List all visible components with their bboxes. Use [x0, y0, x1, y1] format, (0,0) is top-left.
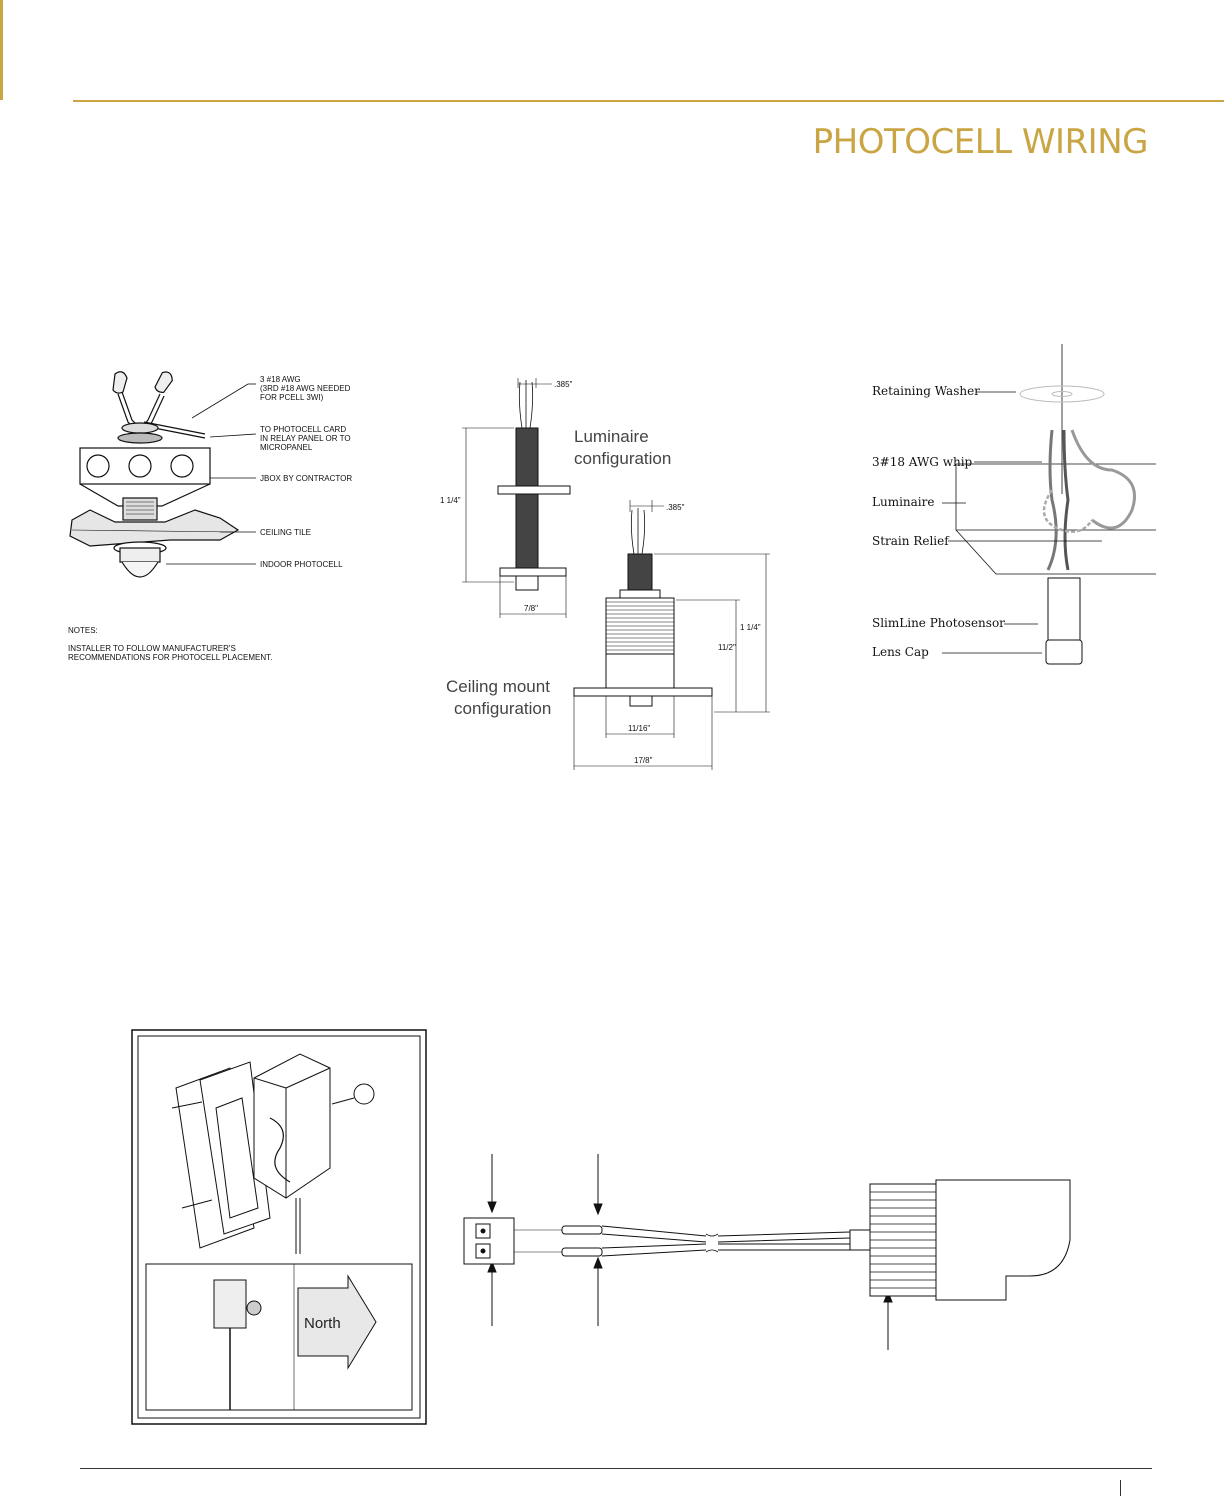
label-lens-cap: Lens Cap: [872, 645, 929, 659]
slimline-figure: Retaining Washer 3#18 AWG whip Luminaire…: [866, 340, 1166, 680]
dim-385-top: .385": [554, 380, 573, 389]
footer-rule: [80, 1468, 1152, 1469]
label-indoor-photocell: INDOOR PHOTOCELL: [260, 560, 343, 569]
dimension-figure: .385" 1 1/4" 7/8" Luminaire configuratio…: [440, 370, 790, 780]
label-ceiling-config-1: Ceiling mount: [446, 677, 550, 696]
page-title: PHOTOCELL WIRING: [812, 122, 1149, 162]
notes-heading: NOTES:: [68, 626, 98, 635]
label-luminaire: Luminaire: [872, 495, 934, 509]
footer-divider: [1120, 1480, 1121, 1496]
header-rule: [73, 100, 1224, 102]
notes-line-1: INSTALLER TO FOLLOW MANUFACTURER'S: [68, 644, 236, 653]
outdoor-photocell-figure: North: [130, 1028, 430, 1428]
label-card-3: MICROPANEL: [260, 443, 313, 452]
label-slimline-photosensor: SlimLine Photosensor: [872, 616, 1005, 630]
label-ceiling-tile: CEILING TILE: [260, 528, 311, 537]
label-luminaire-config-1: Luminaire: [574, 427, 649, 446]
dim-11-16: 11/16": [628, 724, 650, 733]
label-luminaire-config-2: configuration: [574, 449, 671, 468]
dim-385-mid: .385": [666, 503, 685, 512]
dim-11-2: 11/2": [718, 643, 736, 652]
label-card-2: IN RELAY PANEL OR TO: [260, 434, 351, 443]
label-retaining-washer: Retaining Washer: [872, 384, 980, 398]
label-ceiling-config-2: configuration: [454, 699, 551, 718]
dim-17-8: 17/8": [634, 756, 653, 765]
label-awg-whip: 3#18 AWG whip: [872, 455, 973, 469]
label-card-1: TO PHOTOCELL CARD: [260, 425, 346, 434]
label-awg-1: 3 #18 AWG: [260, 375, 301, 384]
label-awg-3: FOR PCELL 3WI): [260, 393, 324, 402]
label-awg-2: (3RD #18 AWG NEEDED: [260, 384, 351, 393]
label-jbox: JBOX BY CONTRACTOR: [260, 474, 352, 483]
label-north: North: [304, 1315, 341, 1332]
gold-margin-bar: [0, 0, 3, 100]
notes-line-2: RECOMMENDATIONS FOR PHOTOCELL PLACEMENT.: [68, 653, 272, 662]
indoor-photocell-figure: 3 #18 AWG (3RD #18 AWG NEEDED FOR PCELL …: [60, 360, 380, 680]
dim-7-8: 7/8": [524, 604, 538, 613]
dim-1-1-4-right: 1 1/4": [740, 623, 761, 632]
label-strain-relief: Strain Relief: [872, 534, 950, 548]
dim-1-1-4-left: 1 1/4": [440, 496, 461, 505]
sensor-leads-figure: [450, 1150, 1090, 1360]
